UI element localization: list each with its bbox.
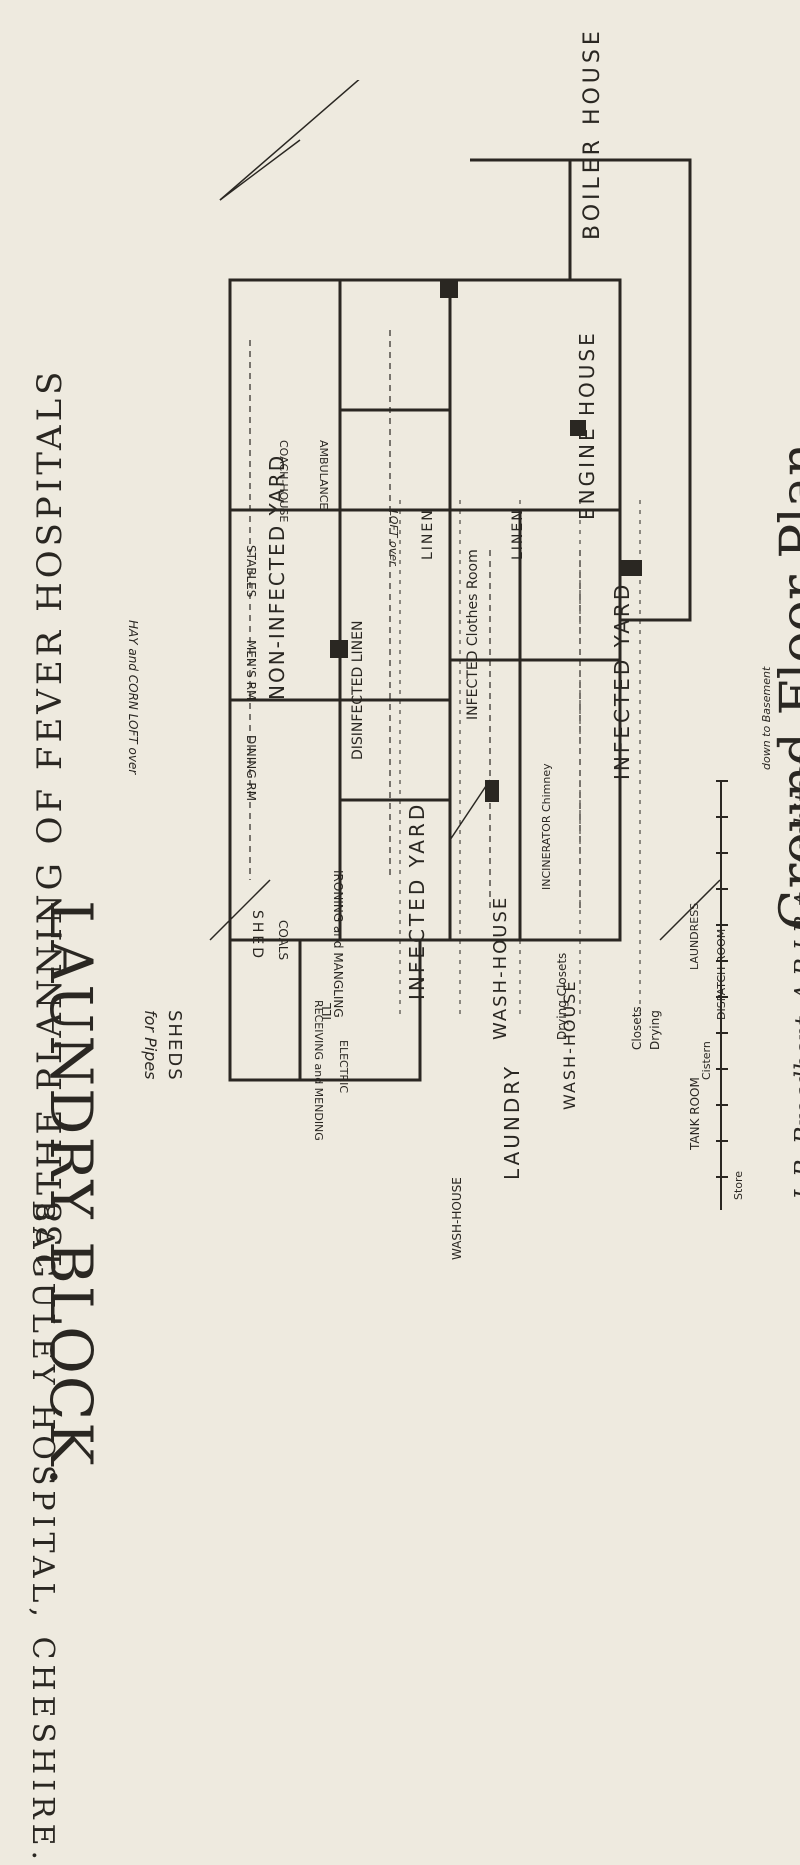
page: 138 THE PLANNING OF FEVER HOSPITALS BAGU… [25,27,800,1865]
room-disinfected-linen: DISINFECTED LINEN [350,620,366,760]
room-hay-corn-loft: HAY and CORN LOFT over [126,620,140,775]
block-title: LAUNDRY BLOCK. [37,900,105,1488]
room-ironing-and-mangling: IRONING and MANGLING [331,870,345,1018]
room-ill: ILL [320,1003,334,1020]
floor-plan-drawing [209,80,721,1082]
room-cistern: Cistern [700,1041,713,1080]
room-ambulance: AMBULANCE [317,440,330,510]
room-tank-room: TANK ROOM [688,1077,702,1150]
room-dining-room: DINING RM [244,735,258,802]
room-boiler-house: BOILER HOUSE [580,27,605,240]
room-laundry: LAUNDRY [500,1063,524,1180]
room-stables: STABLES [244,545,258,598]
room-wash-house-3: WASH-HOUSE [450,1177,464,1260]
scale-bar [716,780,740,1210]
room-coals: COALS [276,920,290,961]
room-shed: SHED [249,910,265,962]
hatching [399,500,641,1020]
room-sheds: SHEDS [164,1010,185,1082]
room-store: Store [732,1170,745,1200]
room-electric: ELECTRIC [337,1040,350,1093]
room-coach-house: COACH-HOUSE [277,440,290,523]
plan-title: Ground Floor Plan. [770,426,800,930]
stair-down-to-basement: down to Basement [760,666,773,770]
room-mens-room: MEN'S RM [244,640,258,701]
room-receiving-and-mending: RECEIVING and MENDING [312,1000,325,1141]
room-sheds-for-pipes: for Pipes [141,1010,160,1080]
